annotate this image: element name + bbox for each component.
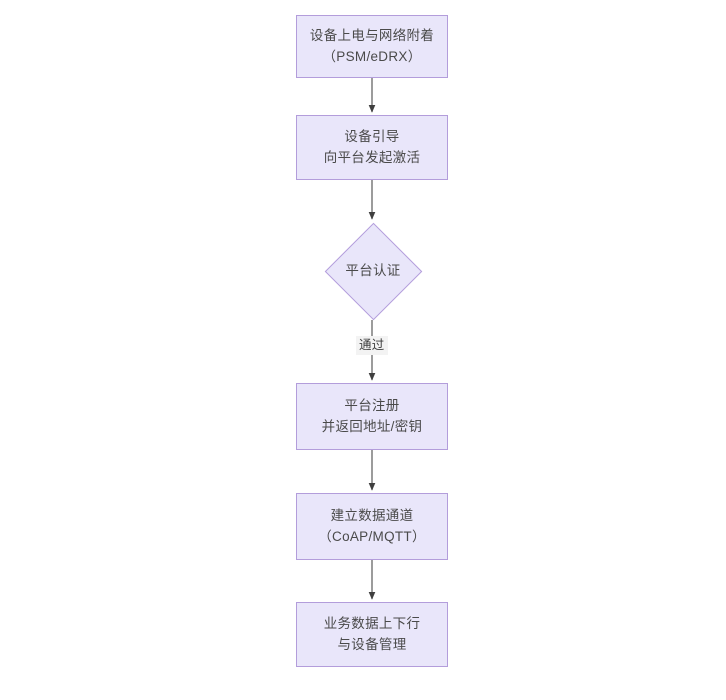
node-platform-registration[interactable]: 平台注册 并返回地址/密钥 <box>296 383 448 450</box>
node-device-bootstrap-line-2: 向平台发起激活 <box>323 149 421 165</box>
node-device-power-on[interactable]: 设备上电与网络附着 （PSM/eDRX） <box>296 15 448 78</box>
node-platform-auth-decision[interactable]: 平台认证 <box>324 222 422 320</box>
node-business-data-line-1: 业务数据上下行 <box>323 615 421 631</box>
edge-label-pass: 通过 <box>356 336 388 355</box>
node-data-channel[interactable]: 建立数据通道 （CoAP/MQTT） <box>296 493 448 560</box>
node-device-bootstrap[interactable]: 设备引导 向平台发起激活 <box>296 115 448 180</box>
node-business-data[interactable]: 业务数据上下行 与设备管理 <box>296 602 448 667</box>
node-business-data-line-2: 与设备管理 <box>337 636 407 652</box>
node-device-power-on-line-1: 设备上电与网络附着 <box>309 27 435 43</box>
node-data-channel-line-2: （CoAP/MQTT） <box>318 528 426 544</box>
node-data-channel-line-1: 建立数据通道 <box>330 507 414 523</box>
node-device-power-on-line-2: （PSM/eDRX） <box>322 48 422 64</box>
node-platform-registration-line-1: 平台注册 <box>344 397 400 413</box>
node-device-bootstrap-line-1: 设备引导 <box>344 128 400 144</box>
node-platform-auth-label: 平台认证 <box>345 262 401 278</box>
node-platform-registration-line-2: 并返回地址/密钥 <box>321 418 423 434</box>
